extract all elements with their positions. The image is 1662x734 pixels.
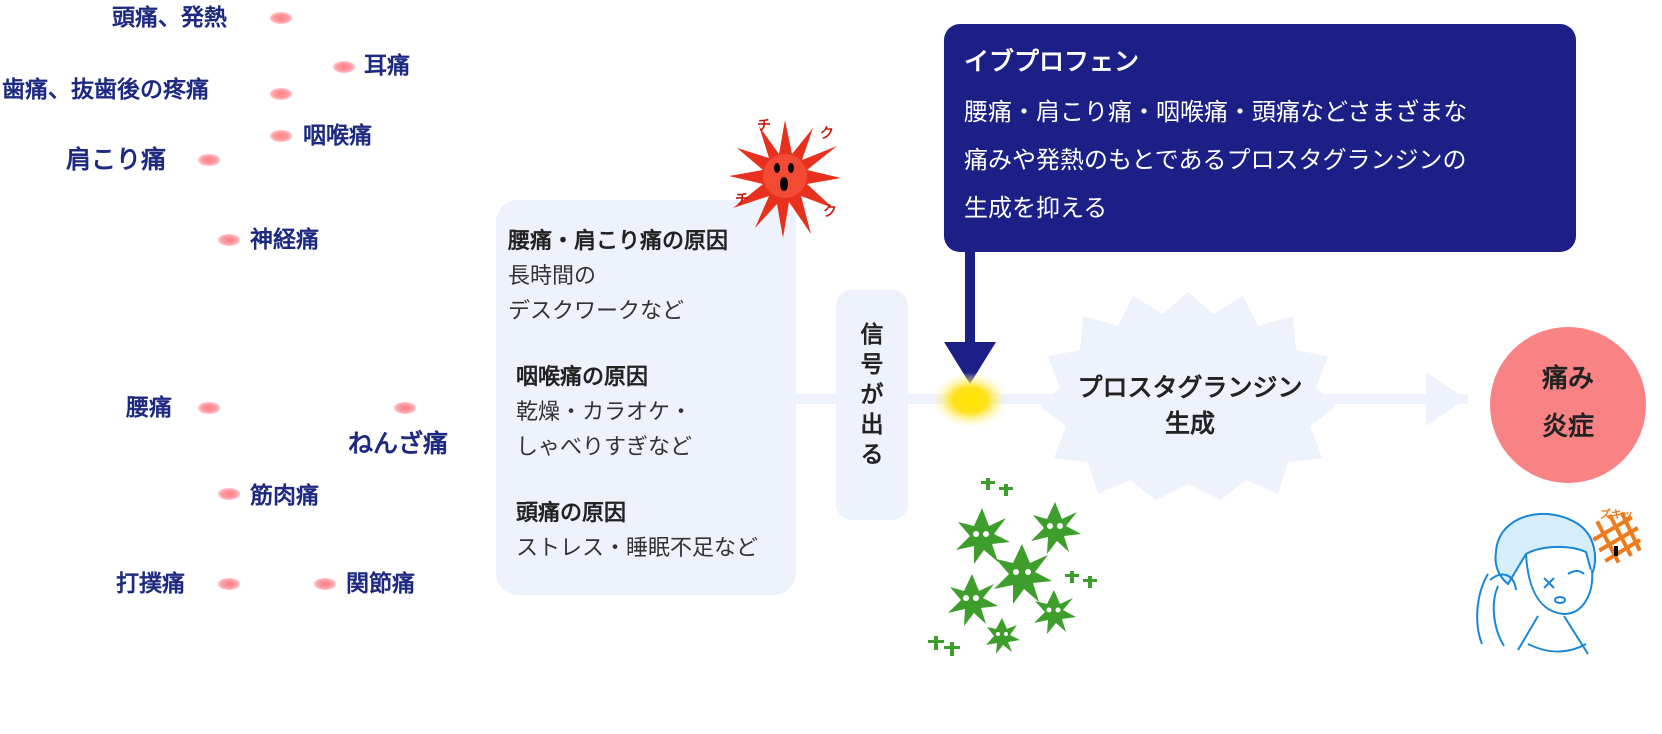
prostaglandin-label: プロスタグランジン 生成 [1055,370,1325,442]
cause-line: 長時間の [508,264,597,289]
flow-arrowhead-icon [1426,372,1466,426]
sfx-zukizuki: ズキッ [1600,507,1633,521]
cause-line: ストレス・睡眠不足など [516,536,759,561]
signal-char: る [860,442,884,468]
pain-dot [270,12,292,24]
cause-throat: 咽喉痛の原因 乾燥・カラオケ・ しゃべりすぎなど [516,360,692,465]
cause-line: 乾燥・カラオケ・ [516,400,693,425]
cause-headache: 頭痛の原因 ストレス・睡眠不足など [516,496,758,566]
result-line: 痛み [1541,364,1594,394]
pain-bruise: 打撲痛 [116,571,185,597]
pain-shoulder: 肩こり痛 [66,145,167,174]
ibuprofen-box: イブプロフェン 腰痛・肩こり痛・咽喉痛・頭痛などさまざまな 痛みや発熱のもとであ… [944,24,1576,252]
causes-panel: 腰痛・肩こり痛の原因 長時間の デスクワークなど 咽喉痛の原因 乾燥・カラオケ・… [496,200,796,595]
cause-title: 咽喉痛の原因 [516,365,649,390]
pain-tooth: 歯痛、抜歯後の疼痛 [2,77,209,103]
cause-back-shoulder: 腰痛・肩こり痛の原因 長時間の デスクワークなど [508,224,728,329]
sfx-ku: ク [820,126,834,142]
pain-dot [218,578,240,590]
green-virus-cluster-icon [928,478,1097,656]
red-virus-icon: チ ク チ ク [729,118,841,238]
signal-text: 信 号 が 出 る [836,320,908,470]
cause-title: 腰痛・肩こり痛の原因 [508,229,729,254]
pain-dot [270,130,292,142]
pain-dot [218,488,240,500]
signal-char: が [860,382,884,408]
pain-ear: 耳痛 [364,53,410,79]
cause-title: 頭痛の原因 [516,501,627,526]
result-pain-inflammation: 痛み 炎症 [1490,327,1646,483]
pain-dot [218,234,240,246]
ibuprofen-line: 腰痛・肩こり痛・咽喉痛・頭痛などさまざまな [964,98,1468,126]
pain-headache-fever: 頭痛、発熱 [112,5,227,31]
sfx-ku: ク [823,204,837,220]
ibuprofen-description: 腰痛・肩こり痛・咽喉痛・頭痛などさまざまな 痛みや発熱のもとであるプロスタグラン… [964,88,1564,232]
pain-nerve: 神経痛 [250,227,319,253]
sfx-chi: チ [735,192,749,208]
pain-dot [198,154,220,166]
inhibit-arrow-icon [944,252,996,384]
headache-person-icon: ズキッ [1476,507,1642,655]
pain-sprain: ねんざ痛 [348,429,449,458]
pain-dot [394,402,416,414]
ibuprofen-line: 生成を抑える [964,194,1108,222]
signal-box: 信 号 が 出 る [836,290,908,520]
pain-dot [333,61,355,73]
result-line: 炎症 [1541,412,1594,442]
cause-line: しゃべりすぎなど [516,435,693,460]
ibuprofen-title: イブプロフェン [964,47,1140,76]
prostaglandin-burst-icon [1040,292,1336,500]
signal-char: 信 [860,322,884,348]
cause-line: デスクワークなど [508,299,685,324]
pain-lower-back: 腰痛 [126,395,172,421]
pain-dot [314,578,336,590]
signal-char: 号 [860,352,884,378]
connector-line [796,394,836,404]
prostaglandin-line: 生成 [1164,409,1215,438]
sfx-chi: チ [757,118,771,134]
pain-muscle: 筋肉痛 [250,483,319,509]
result-text: 痛み 炎症 [1490,355,1646,451]
ibuprofen-line: 痛みや発熱のもとであるプロスタグランジンの [964,146,1467,174]
inhibition-point-icon [932,372,1008,428]
pain-dot [270,88,292,100]
pain-throat: 咽喉痛 [303,123,372,149]
pain-joint: 関節痛 [346,571,415,597]
pain-dot [198,402,220,414]
prostaglandin-line: プロスタグランジン [1077,373,1303,402]
signal-char: 出 [860,412,884,438]
